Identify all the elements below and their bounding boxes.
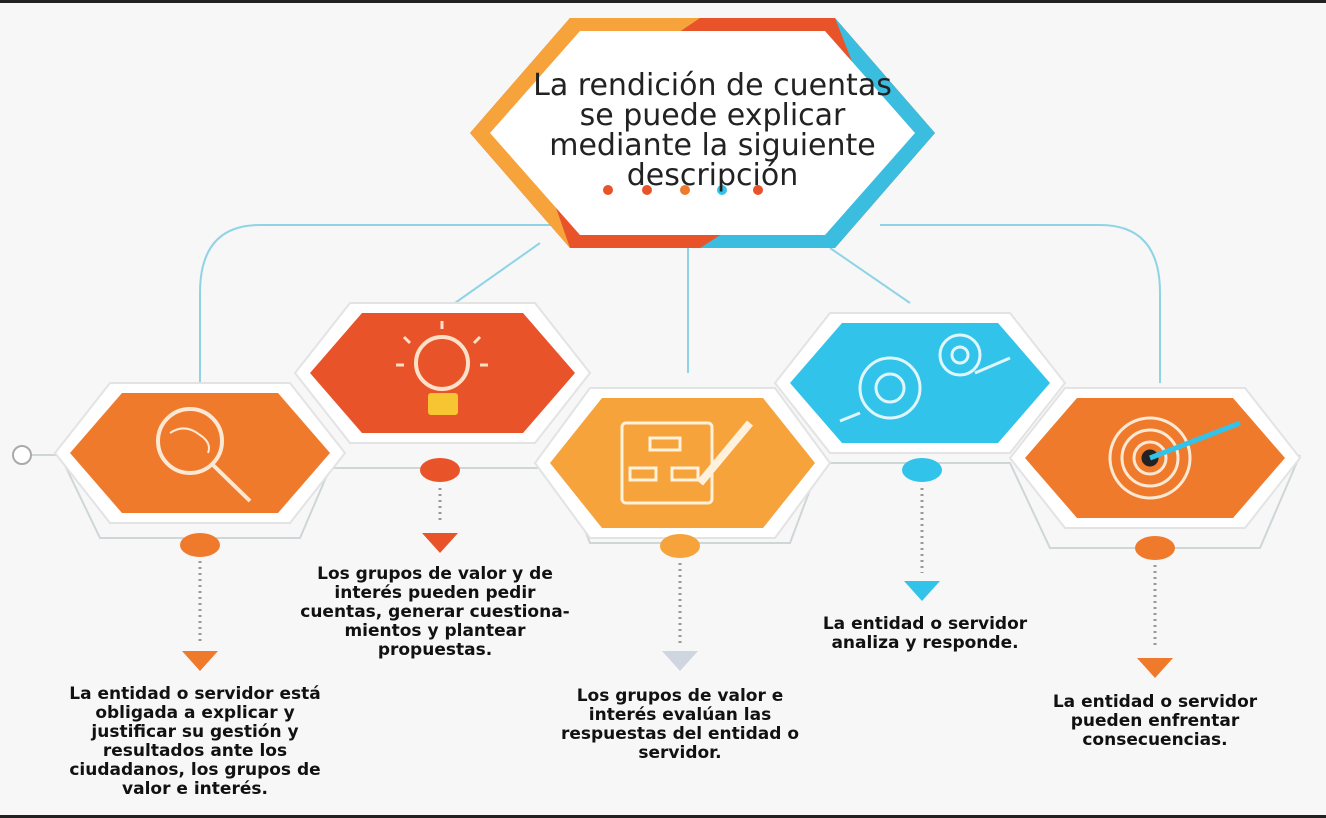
lightbulb-icon [396, 321, 488, 415]
magnifier-globe-icon [156, 407, 252, 503]
dot-red [603, 185, 613, 195]
step-5-caption: La entidad o servidor pueden enfrentar c… [1052, 692, 1258, 750]
connector-line-2 [454, 242, 541, 304]
step-4-arrow [904, 581, 940, 601]
connector-line-4 [829, 247, 911, 304]
connector-line-5 [880, 224, 1161, 383]
step-3-caption: Los grupos de valor e interés evalúan la… [560, 686, 800, 763]
connector-lines [199, 224, 1161, 383]
dot-red-2 [642, 185, 652, 195]
connector-line-1 [199, 224, 560, 383]
step-2-dot [420, 458, 460, 482]
dot-cyan [717, 185, 727, 195]
target-arrow-icon [1108, 416, 1241, 500]
step-1-caption: La entidad o servidor está obligada a ex… [69, 684, 321, 799]
step-2-arrow [422, 533, 458, 553]
dot-orange [680, 185, 690, 195]
central-hexagon [470, 18, 935, 248]
diagram-title: La rendición de cuentas se puede explica… [533, 68, 892, 193]
step-5-arrow [1137, 658, 1173, 678]
step-4-dot [902, 458, 942, 482]
diagram-graphics [12, 18, 1302, 678]
baseline-line [30, 454, 1301, 549]
step-3-hexagon [533, 387, 832, 539]
step-5-hexagon [1008, 387, 1302, 529]
step-2-caption: Los grupos de valor y de interés pueden … [300, 564, 570, 660]
diagram-pencil-icon [620, 420, 754, 505]
dot-red-3 [753, 185, 763, 195]
step-4-caption: La entidad o servidor analiza y responde… [822, 614, 1028, 653]
baseline-start-dot [12, 445, 32, 465]
step-1-dot [180, 533, 220, 557]
step-4-hexagon [773, 312, 1067, 454]
step-3-arrow [662, 651, 698, 671]
step-3-dot [660, 534, 700, 558]
step-1-hexagon [53, 382, 347, 524]
step-1-arrow [182, 651, 218, 671]
gears-icon [839, 333, 1011, 423]
step-5-dot [1135, 536, 1175, 560]
leaders [180, 458, 1175, 678]
step-2-hexagon [293, 302, 592, 444]
title-dots [603, 185, 763, 195]
